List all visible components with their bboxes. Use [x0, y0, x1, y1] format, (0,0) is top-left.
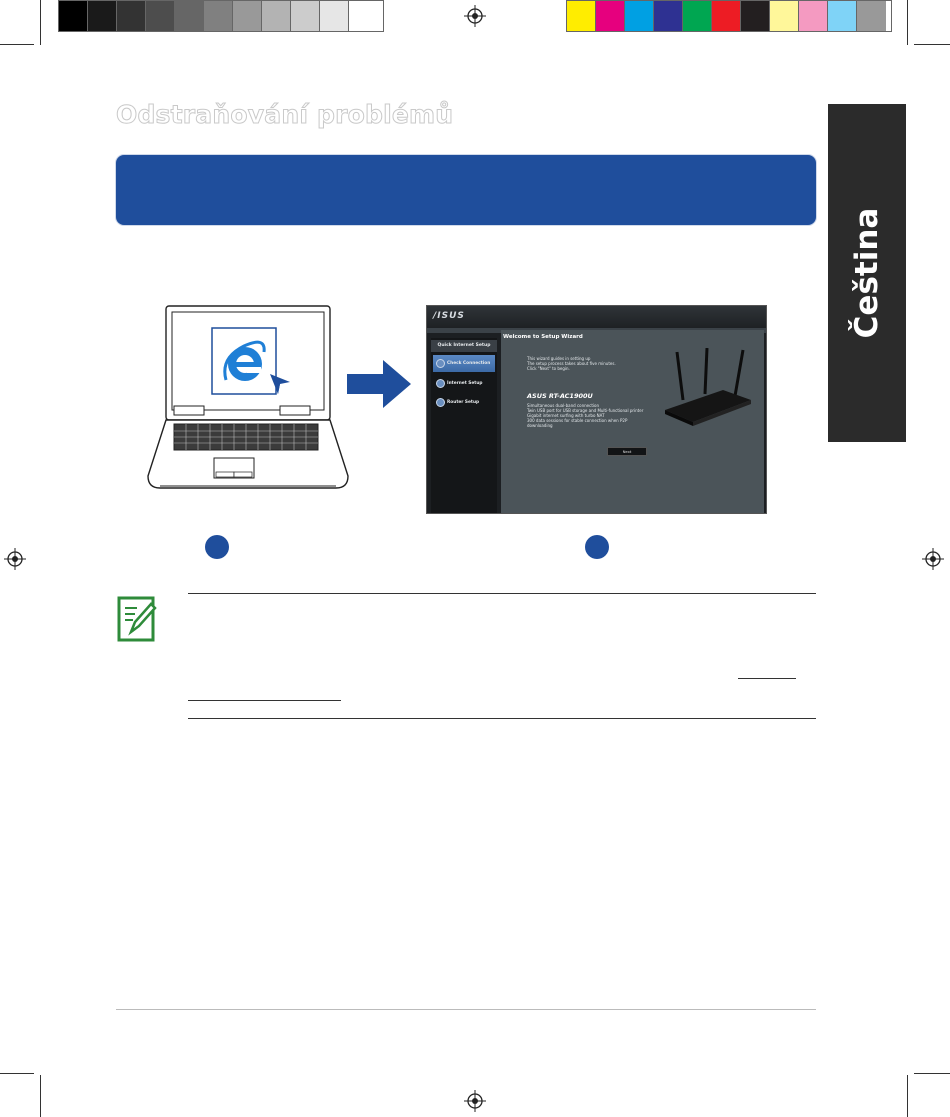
- router-ui-intro-line: This wizard guides in setting up: [527, 356, 591, 361]
- router-ui-feature: Gigabit internet surfing with turbo NAT: [527, 413, 605, 418]
- color-swatch: [117, 1, 146, 31]
- router-ui-intro-line: The setup process takes about five minut…: [527, 361, 616, 366]
- router-ui-model-name: ASUS RT-AC1900U: [527, 392, 593, 400]
- page-title: Odstraňování problémů: [115, 100, 454, 130]
- color-swatch: [712, 1, 741, 31]
- router-ui-logo: /ISUS: [433, 311, 465, 321]
- menu-item-icon: [436, 398, 445, 407]
- router-setup-screenshot: /ISUS Quick Internet Setup Check Connect…: [426, 305, 767, 514]
- grayscale-color-bar: [58, 0, 384, 32]
- note-bottom-rule: [188, 718, 816, 719]
- color-swatch: [741, 1, 770, 31]
- step-1-badge: [205, 535, 229, 559]
- registration-mark-icon: [464, 5, 486, 27]
- crop-mark: [907, 0, 908, 45]
- language-side-tab-label: Čeština: [849, 207, 885, 339]
- color-swatch: [770, 1, 799, 31]
- color-swatch: [204, 1, 233, 31]
- crop-mark: [0, 44, 34, 45]
- footer-rule: [116, 1009, 816, 1010]
- step-2-badge: [585, 535, 609, 559]
- color-swatch: [799, 1, 828, 31]
- router-ui-feature: 300 data sessions for stable connection …: [527, 418, 628, 423]
- registration-mark-icon: [4, 548, 26, 570]
- router-ui-feature: Twin USB port for USB storage and Multi-…: [527, 408, 644, 413]
- color-swatch: [233, 1, 262, 31]
- router-ui-feature: downloading: [527, 423, 553, 428]
- menu-item-icon: [436, 359, 445, 368]
- color-swatch: [567, 1, 596, 31]
- menu-item-icon: [436, 379, 445, 388]
- router-image-icon: [665, 348, 751, 426]
- color-swatch: [291, 1, 320, 31]
- crop-mark: [914, 44, 950, 45]
- crop-mark: [914, 1073, 950, 1074]
- router-ui-menu-check-connection[interactable]: Check Connection: [433, 355, 495, 372]
- internet-explorer-icon: [223, 340, 266, 381]
- color-swatch: [625, 1, 654, 31]
- color-swatch: [59, 1, 88, 31]
- color-swatch: [654, 1, 683, 31]
- router-ui-menu-router-setup[interactable]: Router Setup: [433, 394, 495, 411]
- note-link-underline[interactable]: [738, 678, 796, 679]
- registration-mark-icon: [922, 548, 944, 570]
- color-swatch: [857, 1, 886, 31]
- color-swatch: [349, 1, 378, 31]
- arrow-cursor-icon: [270, 374, 296, 400]
- router-ui-header: /ISUS: [427, 306, 766, 328]
- process-color-bar: [566, 0, 892, 32]
- note-top-rule: [188, 593, 816, 594]
- router-ui-menu-label: Internet Setup: [447, 381, 483, 386]
- color-swatch: [88, 1, 117, 31]
- router-ui-menu-label: Check Connection: [447, 361, 491, 366]
- router-ui-menu-label: Router Setup: [447, 400, 480, 405]
- color-swatch: [320, 1, 349, 31]
- laptop-illustration: [147, 305, 349, 489]
- registration-mark-icon: [464, 1090, 486, 1112]
- router-ui-feature: Simultaneous dual-band connection: [527, 403, 600, 408]
- router-ui-menu-internet-setup[interactable]: Internet Setup: [433, 375, 495, 392]
- color-swatch: [596, 1, 625, 31]
- color-swatch: [828, 1, 857, 31]
- color-swatch: [146, 1, 175, 31]
- router-ui-sidebar: Quick Internet Setup Check Connection In…: [431, 338, 497, 513]
- color-swatch: [262, 1, 291, 31]
- note-link-underline[interactable]: [188, 700, 341, 701]
- crop-mark: [40, 0, 41, 45]
- router-ui-next-button[interactable]: Next: [607, 447, 647, 456]
- note-pencil-icon: [117, 596, 157, 642]
- color-swatch: [175, 1, 204, 31]
- color-swatch: [683, 1, 712, 31]
- crop-mark: [40, 1075, 41, 1117]
- router-ui-page-heading: Welcome to Setup Wizard: [503, 334, 583, 340]
- router-ui-sidebar-heading: Quick Internet Setup: [431, 340, 497, 352]
- router-ui-intro-line: Click "Next" to begin.: [527, 366, 570, 371]
- right-arrow-icon: [347, 360, 411, 408]
- router-ui-main-panel: Welcome to Setup Wizard This wizard guid…: [501, 330, 764, 513]
- section-banner: [116, 155, 816, 225]
- crop-mark: [907, 1075, 908, 1117]
- language-side-tab: Čeština: [828, 104, 906, 442]
- crop-mark: [0, 1073, 34, 1074]
